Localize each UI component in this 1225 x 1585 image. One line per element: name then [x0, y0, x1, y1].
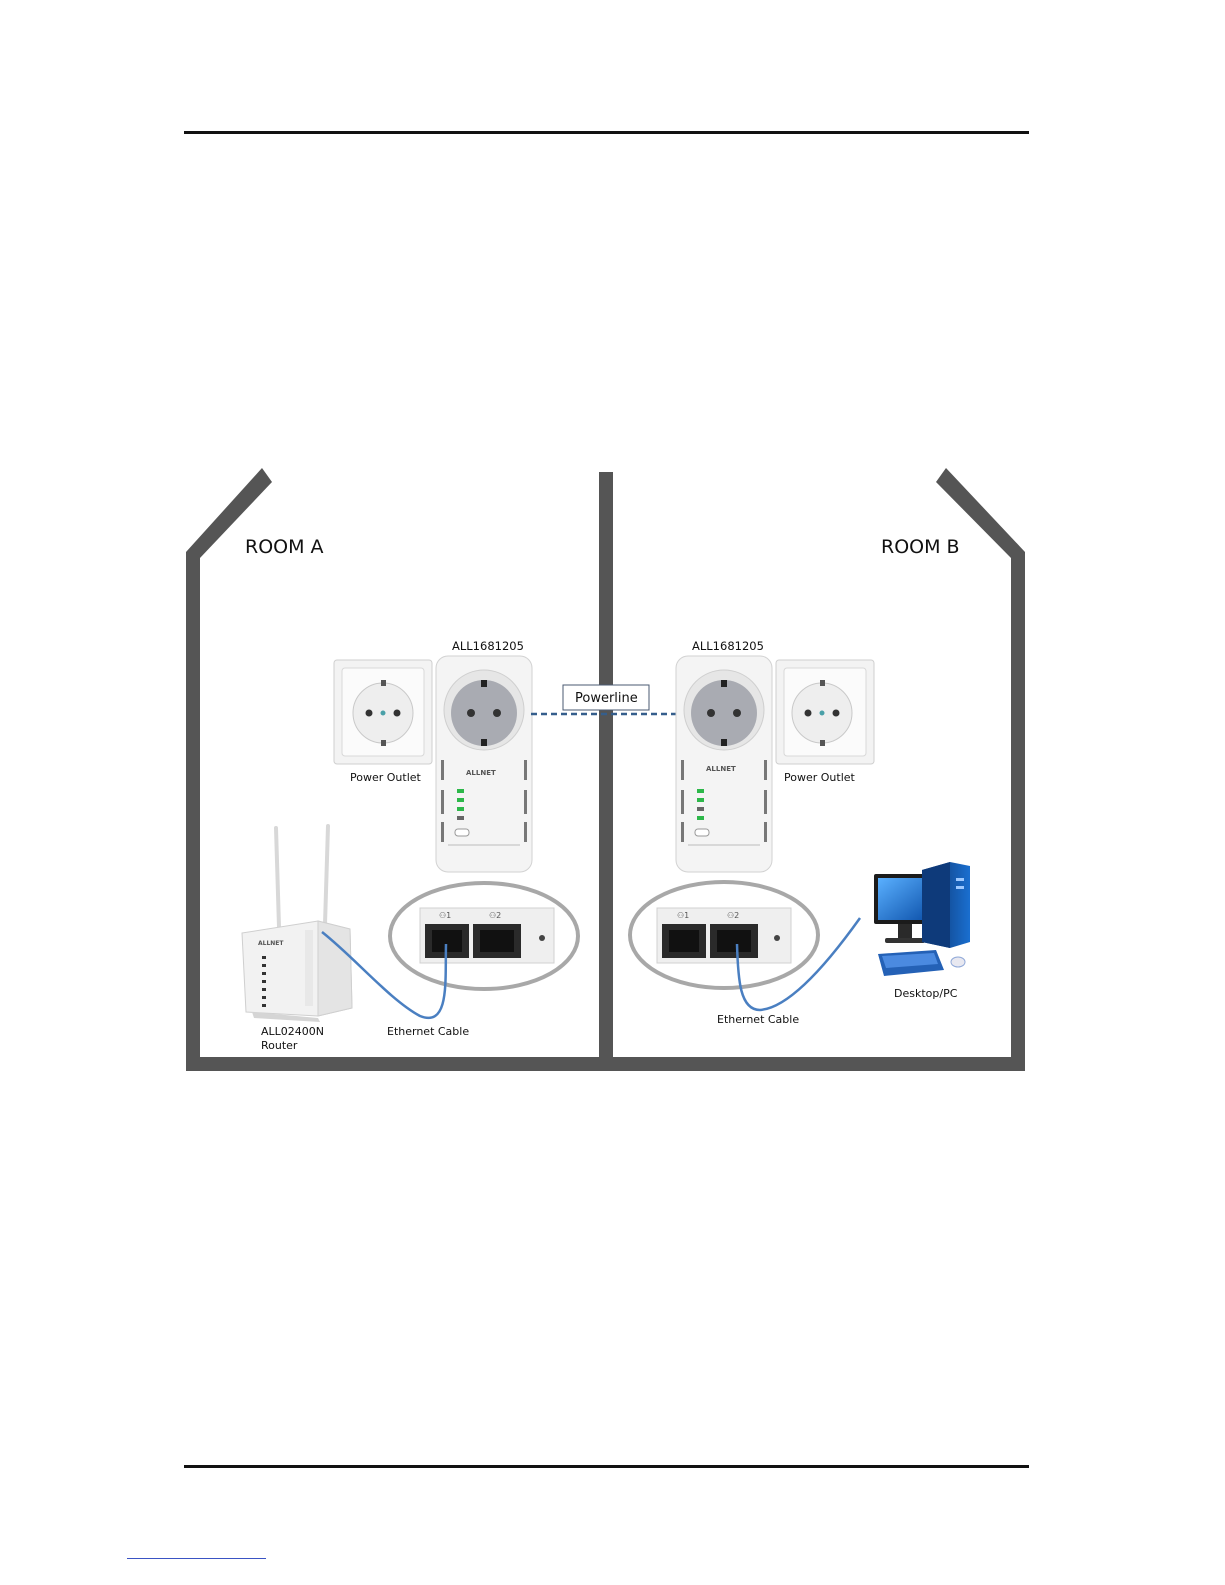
- brand-logo-a: ALLNET: [466, 769, 496, 777]
- outlet-a-label: Power Outlet: [350, 771, 422, 784]
- router-model: ALL02400N: [261, 1025, 324, 1038]
- wall-middle: [599, 472, 613, 1071]
- svg-text:⚇1: ⚇1: [439, 911, 451, 920]
- power-outlet-b: [776, 660, 874, 764]
- brand-logo-b: ALLNET: [706, 765, 736, 773]
- ethernet-port-zoom-b: ⚇1 ⚇2: [630, 882, 818, 988]
- room-b-label: ROOM B: [881, 536, 960, 558]
- adapter-b-model: ALL1681205: [692, 639, 764, 653]
- cable-b-label: Ethernet Cable: [717, 1013, 799, 1026]
- svg-text:⚇2: ⚇2: [489, 911, 501, 920]
- floor: [186, 1057, 1025, 1071]
- pc-label: Desktop/PC: [894, 987, 958, 1000]
- outlet-b-label: Power Outlet: [784, 771, 856, 784]
- adapter-a-model: ALL1681205: [452, 639, 524, 653]
- room-a-label: ROOM A: [245, 536, 324, 558]
- wall-right: [1011, 558, 1025, 1071]
- ethernet-port-zoom-a: ⚇1 ⚇2: [390, 883, 578, 989]
- router-brand-logo: ALLNET: [258, 940, 284, 947]
- svg-text:⚇1: ⚇1: [677, 911, 689, 920]
- power-outlet-a: [334, 660, 432, 764]
- svg-text:⚇2: ⚇2: [727, 911, 739, 920]
- powerline-label: Powerline: [575, 691, 638, 706]
- router: ALLNET: [242, 826, 352, 1022]
- router-label: Router: [261, 1039, 298, 1052]
- powerline-adapter-a: ALLNET: [436, 656, 532, 872]
- cable-a-label: Ethernet Cable: [387, 1025, 469, 1038]
- powerline-adapter-b: ALLNET: [676, 656, 772, 872]
- wall-left: [186, 558, 200, 1071]
- desktop-pc: [874, 862, 970, 976]
